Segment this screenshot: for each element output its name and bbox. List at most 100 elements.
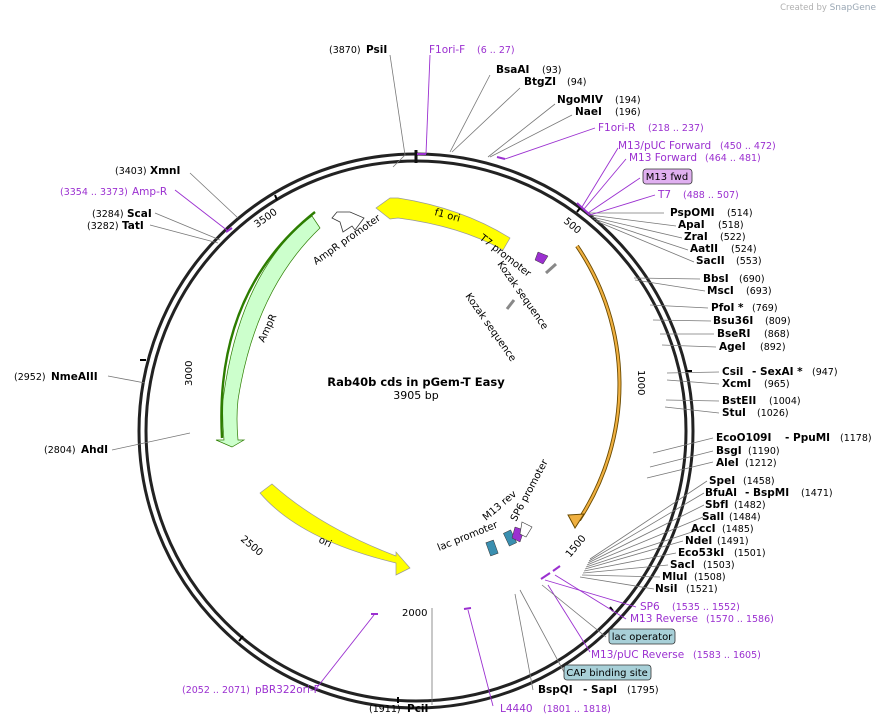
enzyme-label: PsiI: [366, 44, 387, 56]
primer-label: SP6: [640, 601, 660, 613]
plasmid-length: 3905 bp: [393, 389, 438, 402]
primer-pos: (2052 .. 2071): [182, 685, 250, 696]
enzyme-label: Eco53kI: [678, 547, 724, 559]
cap-binding-site-label: CAP binding site: [566, 668, 648, 679]
enzyme-pos: (522): [720, 232, 746, 243]
enzyme-label: MluI: [662, 571, 687, 583]
enzyme-label: ZraI: [684, 231, 708, 243]
primer-label: pBR322ori-F: [255, 684, 320, 696]
enzyme-label: EcoO109I: [716, 432, 771, 444]
primer-leader-lines: [174, 54, 656, 707]
insert-arrowhead: [567, 513, 585, 529]
primer-mark-l4440: [463, 607, 472, 610]
primer-label: L4440: [500, 703, 533, 715]
enzyme-pos: (553): [736, 256, 762, 267]
enzyme-pos: (1491): [717, 536, 749, 547]
enzyme-label: NgoMIV: [557, 94, 604, 106]
plasmid-name: Rab40b cds in pGem-T Easy: [327, 375, 505, 389]
primer-pos: (1583 .. 1605): [693, 650, 761, 661]
enzyme-label: BstEII: [722, 395, 756, 407]
enzyme-label: CsiI: [722, 366, 743, 378]
enzyme-pos: (93): [542, 65, 562, 76]
enzyme-label: XcmI: [722, 378, 751, 390]
enzyme-pos: (809): [765, 316, 791, 327]
enzyme-label: NsiI: [655, 583, 678, 595]
enzyme-pos: (947): [812, 367, 838, 378]
enzyme-pos: (892): [760, 342, 786, 353]
enzyme-label: TatI: [122, 220, 144, 232]
enzyme-pos: (1503): [703, 560, 735, 571]
tick-label-2000: 2000: [402, 608, 427, 619]
tick-label-3500: 3500: [252, 207, 279, 231]
enzyme-pos: (868): [764, 329, 790, 340]
primer-mark-f1ori-r: [496, 156, 506, 160]
enzyme-label: BsaAI: [496, 64, 529, 76]
ampr-outer-arc: [220, 211, 316, 439]
enzyme-pos: (1508): [694, 572, 726, 583]
enzyme-label: SpeI: [709, 475, 735, 487]
enzyme-label: ScaI: [127, 208, 152, 220]
enzyme-pos: (1004): [769, 396, 801, 407]
enzyme-pos: (196): [615, 107, 641, 118]
enzyme-label: NaeI: [575, 106, 602, 118]
enzyme-label: AccI: [691, 523, 715, 535]
tick-label-1500: 1500: [564, 533, 589, 560]
primer-mark-sp6: [540, 572, 551, 580]
enzyme-label: BspQI: [538, 684, 573, 696]
enzyme-pos: (1484): [729, 512, 761, 523]
enzyme-pos: (1178): [840, 433, 872, 444]
insert-arc-fill: [576, 245, 621, 521]
enzyme-label: MscI: [707, 285, 734, 297]
primer-label: M13 Forward: [629, 152, 697, 164]
lac-promoter-block: [485, 539, 499, 557]
enzyme-label: SalI: [702, 511, 724, 523]
m13-fwd-box: [642, 168, 693, 185]
enzyme-pos: (1482): [734, 500, 766, 511]
enzyme-leader-lines: [107, 54, 720, 705]
ampr-promoter-arrow: [331, 211, 365, 233]
f1-ori-arrow: [375, 197, 511, 251]
kozak-label-2: Kozak sequence: [463, 291, 518, 363]
enzyme-pos: (1485): [722, 524, 754, 535]
tick-mark-500: [576, 207, 581, 213]
enzyme-label: SacII: [696, 255, 725, 267]
enzyme-pos: (3282): [87, 221, 119, 232]
enzyme-label: AleI: [716, 457, 739, 469]
kozak-mark-1: [544, 262, 558, 275]
tick-label-3000: 3000: [184, 361, 195, 386]
enzyme-label: PfoI *: [711, 302, 744, 314]
enzyme-pos: (194): [615, 95, 641, 106]
primer-pos: (6 .. 27): [477, 45, 515, 56]
insert-arc: [575, 244, 622, 522]
enzyme-pos: (3870): [329, 45, 361, 56]
primer-pos: (450 .. 472): [720, 141, 776, 152]
enzyme-pos: (1471): [801, 488, 833, 499]
enzyme-pos: (94): [567, 77, 587, 88]
enzyme-pos: (693): [746, 286, 772, 297]
cap-binding-site-box: [563, 664, 652, 681]
m13-fwd-label: M13 fwd: [646, 172, 688, 183]
enzyme-label: NmeAIII: [51, 371, 98, 383]
enzyme-pos: (3284): [92, 209, 124, 220]
primer-pos: (3354 .. 3373): [60, 187, 128, 198]
enzyme-pos: (769): [752, 303, 778, 314]
enzyme-pos: (1026): [757, 408, 789, 419]
enzyme-label: ApaI: [678, 219, 705, 231]
enzyme-partner: - SexAI *: [752, 366, 803, 378]
lac-operator-label: lac operator: [612, 632, 673, 643]
tick-mark-3500: [274, 194, 278, 201]
ori-arrow: [259, 483, 411, 576]
enzyme-partner: - PpuMI: [785, 432, 830, 444]
lac-operator-box: [608, 628, 676, 645]
enzyme-pos: (690): [739, 274, 765, 285]
primer-label: M13/pUC Forward: [618, 140, 711, 152]
tick-label-500: 500: [561, 216, 583, 237]
primer-pos: (488 .. 507): [683, 190, 739, 201]
enzyme-pos: (524): [731, 244, 757, 255]
snapgene-watermark: Created by SnapGene: [780, 3, 876, 13]
enzyme-label: BfuAI: [705, 487, 737, 499]
enzyme-label: SacI: [670, 559, 695, 571]
ampr-arrow: [215, 215, 321, 448]
enzyme-pos: (1501): [734, 548, 766, 559]
